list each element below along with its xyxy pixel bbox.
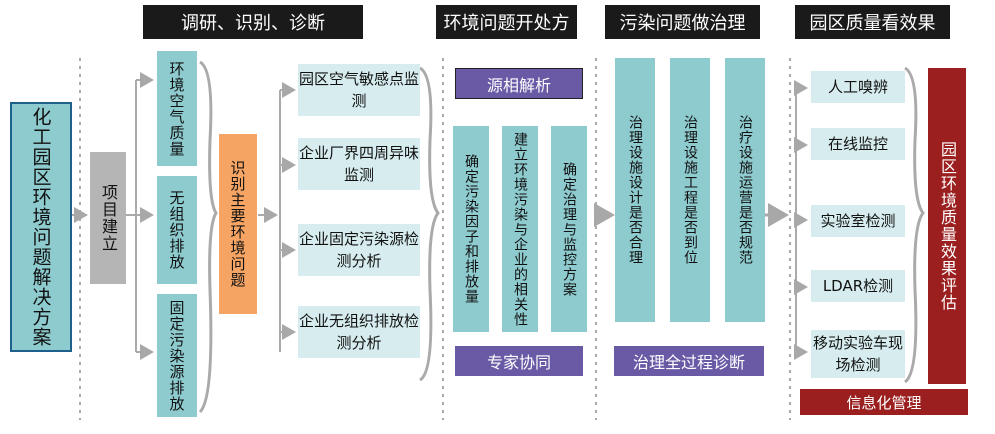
check-online: 在线监控	[811, 128, 905, 160]
topic-fixed-source: 固定污染源排放	[157, 294, 197, 417]
monitor-fixed-source: 企业固定污染源检测分析	[298, 224, 420, 276]
monitor-boundary-odor: 企业厂界四周异味监测	[298, 138, 420, 190]
expert-box: 专家协同	[455, 346, 583, 376]
monitor-air-sensitive: 园区空气敏感点监测	[298, 64, 420, 116]
project-box: 项目建立	[90, 152, 126, 284]
prescribe-pollutant-factors: 确定污染因子和排放量	[453, 126, 489, 332]
info-management-bar: 信息化管理	[800, 389, 968, 415]
check-mobile-lab: 移动实验车现场检测	[811, 330, 905, 378]
diagnosis-box: 治理全过程诊断	[614, 346, 764, 376]
prescribe-correlation: 建立环境污染与企业的相关性	[502, 126, 538, 332]
treat-engineering: 治理设施工程是否到位	[670, 58, 710, 322]
treat-operation: 治疗设施运营是否规范	[725, 58, 765, 322]
evaluation-box: 园区环境质量效果评估	[928, 68, 966, 384]
topic-fugitive-emission: 无组织排放	[157, 176, 197, 284]
identify-box: 识别主要环境问题	[219, 134, 257, 314]
check-ldar: LDAR检测	[811, 270, 905, 302]
monitor-fugitive: 企业无组织排放检测分析	[298, 306, 420, 358]
treat-design: 治理设施设计是否合理	[615, 58, 655, 322]
topic-air-quality: 环境空气质量	[157, 51, 197, 166]
check-olfactory: 人工嗅辨	[811, 71, 905, 103]
header-prescription: 环境问题开处方	[436, 5, 577, 39]
header-research: 调研、识别、诊断	[143, 5, 363, 39]
prescribe-control-plan: 确定治理与监控方案	[551, 126, 587, 332]
source-analysis-box: 源相解析	[455, 68, 583, 99]
header-results: 园区质量看效果	[795, 5, 950, 39]
check-laboratory: 实验室检测	[811, 205, 905, 237]
header-treatment: 污染问题做治理	[605, 5, 760, 39]
solution-box: 化工园区环境问题解决方案	[10, 102, 72, 352]
